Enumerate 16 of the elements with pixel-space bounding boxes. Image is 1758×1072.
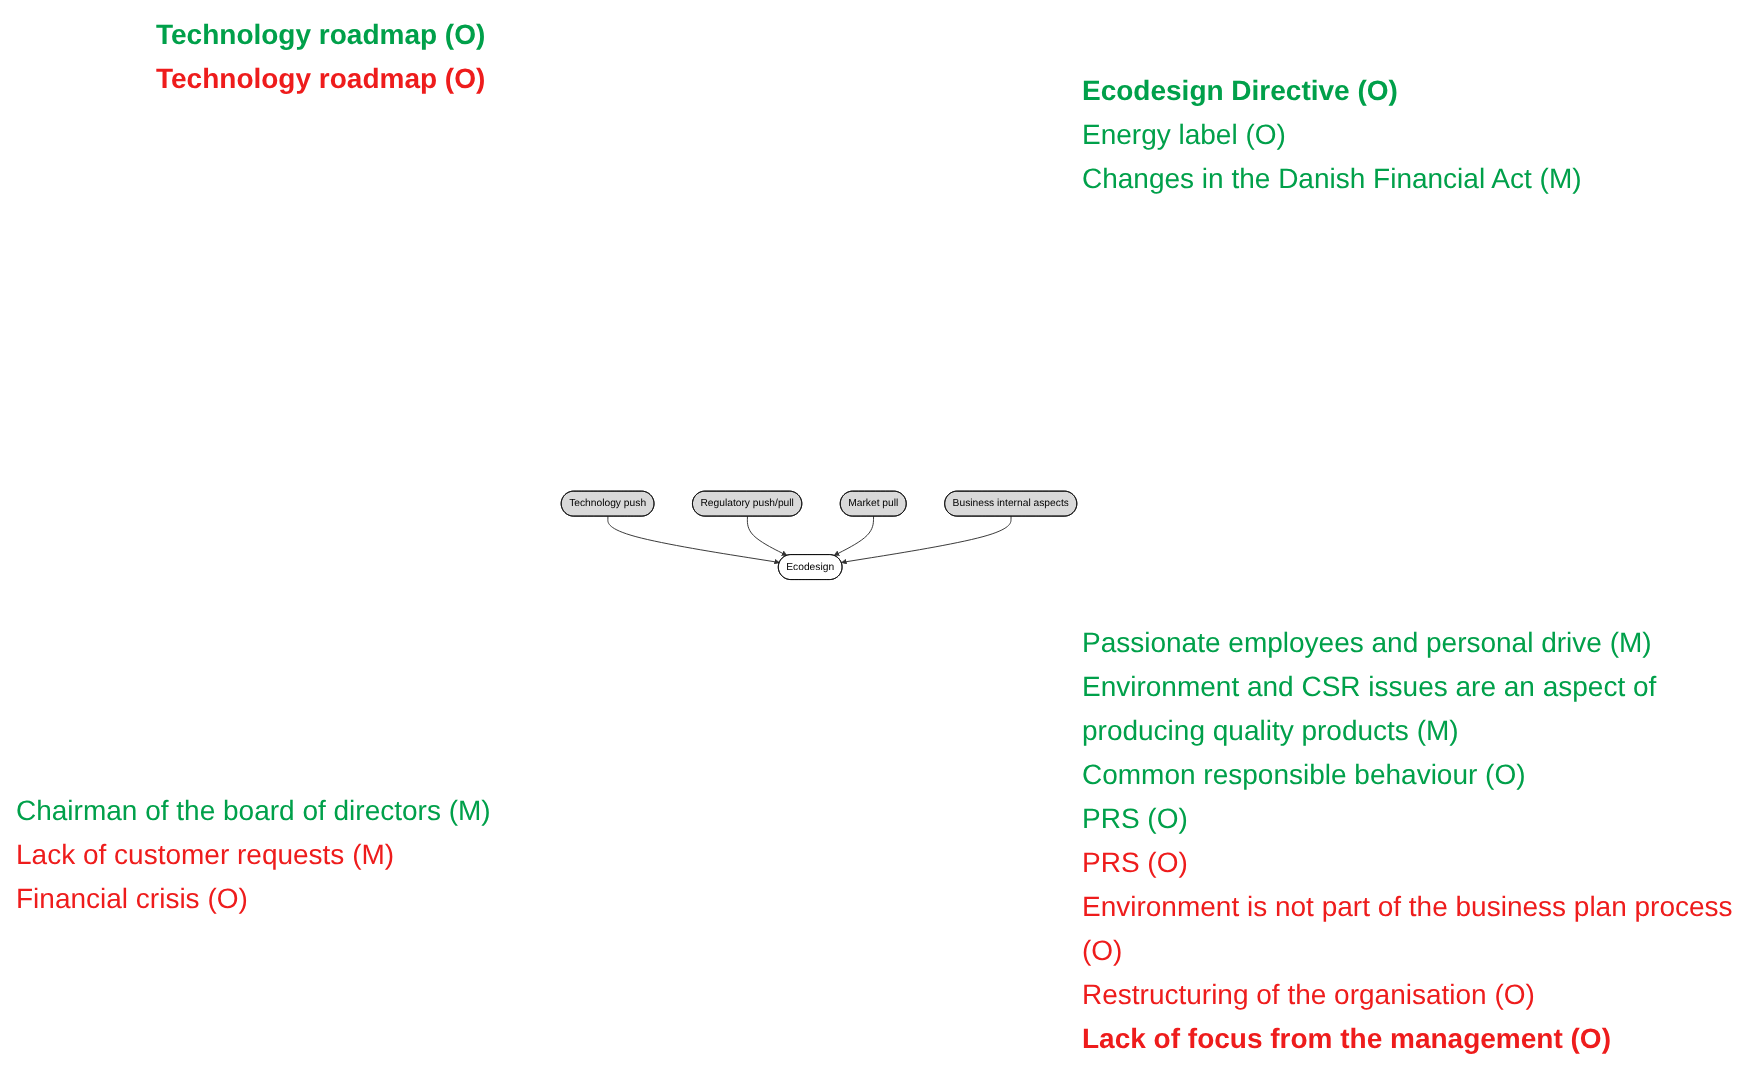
annotation-text: Energy label (O)	[1082, 116, 1288, 154]
annotation-text: Financial crisis (O)	[16, 880, 250, 918]
annotation-text: PRS (O)	[1082, 844, 1190, 882]
annotation-text: Chairman of the board of directors (M)	[16, 792, 493, 830]
annotation-text: Technology roadmap (O)	[156, 60, 488, 98]
annotation-text: Environment is not part of the business plan process (O)	[1082, 888, 1735, 970]
annotation-text: Lack of focus from the management (O)	[1082, 1020, 1613, 1058]
annotation-text: Restructuring of the organisation (O)	[1082, 976, 1537, 1014]
annotation-text: Ecodesign Directive (O)	[1082, 72, 1400, 110]
annotation-text: Lack of customer requests (M)	[16, 836, 397, 874]
annotation-text: Environment and CSR issues are an aspect of producing quality products (M)	[1082, 668, 1659, 750]
annotation-text: Changes in the Danish Financial Act (M)	[1082, 160, 1584, 198]
annotation-text: Common responsible behaviour (O)	[1082, 756, 1528, 794]
annotation-text: Passionate employees and personal drive (M)	[1082, 624, 1654, 662]
annotation-text: PRS (O)	[1082, 800, 1190, 838]
annotation-text: Technology roadmap (O)	[156, 16, 488, 54]
